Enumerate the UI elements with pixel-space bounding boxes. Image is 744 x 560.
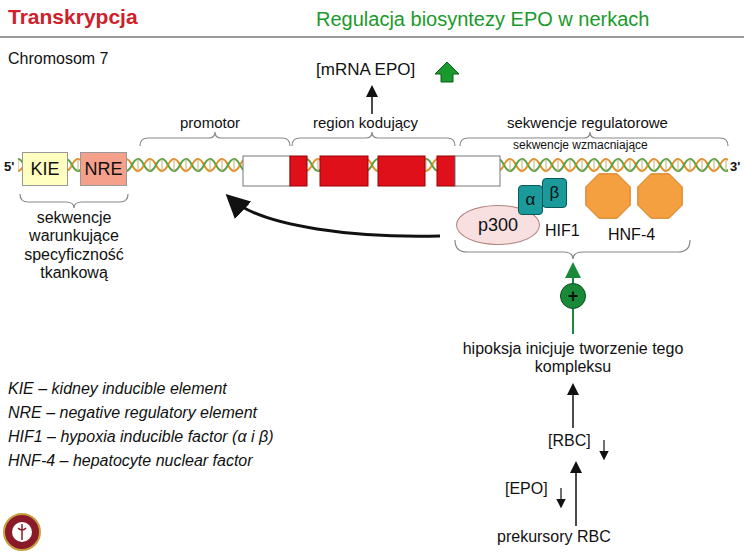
increase-arrow — [435, 62, 459, 82]
slide-title: Transkrypcja — [8, 5, 138, 29]
exon — [437, 156, 455, 186]
element-box: NRE — [80, 152, 127, 186]
utr-box — [455, 156, 500, 186]
strand-end: 5' — [4, 160, 14, 175]
up-arrow — [575, 464, 577, 526]
region-label: region kodujący — [313, 114, 418, 131]
abbreviation: HIF1 – hypoxia inducible factor (α i β) — [8, 428, 273, 446]
node-text: β — [550, 183, 560, 203]
university-logo — [12, 522, 32, 542]
element-box: KIE — [22, 152, 68, 186]
strand-end: 3' — [730, 160, 740, 175]
cell-label: prekursory RBC — [497, 528, 611, 546]
down-arrow — [603, 440, 604, 458]
protein-label: HIF1 — [545, 222, 580, 240]
region-label: promotor — [180, 114, 240, 131]
exon — [320, 156, 368, 186]
university-logo — [18, 524, 26, 540]
activation-arrow — [230, 198, 440, 236]
hnf4-octagon — [638, 174, 682, 218]
up-arrow — [572, 386, 574, 428]
university-logo — [4, 514, 40, 550]
abbreviation: HNF-4 – hepatocyte nuclear factor — [8, 452, 253, 470]
region-label: sekwencje warunkujące specyficzność tkan… — [4, 209, 144, 283]
node-text: α — [526, 190, 536, 210]
header-rule — [0, 36, 744, 38]
hnf4-octagon — [586, 174, 630, 218]
protein-label: HNF-4 — [608, 226, 655, 244]
brace — [292, 132, 455, 146]
level-label: [RBC] — [548, 432, 591, 450]
plus-circle: + — [560, 283, 586, 309]
hif-subunit: α — [518, 185, 543, 215]
green-arrow — [572, 266, 574, 283]
brace — [140, 132, 290, 146]
slide-subtitle: Regulacja biosyntezy EPO w nerkach — [316, 8, 650, 31]
exon — [290, 156, 307, 186]
promoter-box — [243, 156, 290, 186]
abbreviation: NRE – negative regulatory element — [8, 404, 257, 422]
node-text: + — [568, 286, 579, 307]
down-arrow — [560, 488, 561, 506]
mrna-label: [mRNA EPO] — [316, 60, 415, 80]
level-label: [EPO] — [505, 480, 548, 498]
abbreviation: KIE – kidney inducible element — [8, 380, 227, 398]
node-text: NRE — [84, 159, 122, 180]
node-text: p300 — [478, 215, 518, 236]
exon — [378, 156, 425, 186]
chromosome-label: Chromosom 7 — [8, 50, 108, 68]
brace — [20, 194, 128, 208]
mrna-arrow — [371, 88, 373, 114]
green-line — [572, 309, 574, 334]
region-label: sekwencje wzmacniające — [510, 139, 651, 153]
hif-subunit: β — [542, 178, 567, 208]
region-label: sekwencje regulatorowe — [507, 114, 668, 131]
note: hipoksja inicjuje tworzenie tego komplek… — [443, 340, 703, 377]
node-text: KIE — [30, 159, 59, 180]
